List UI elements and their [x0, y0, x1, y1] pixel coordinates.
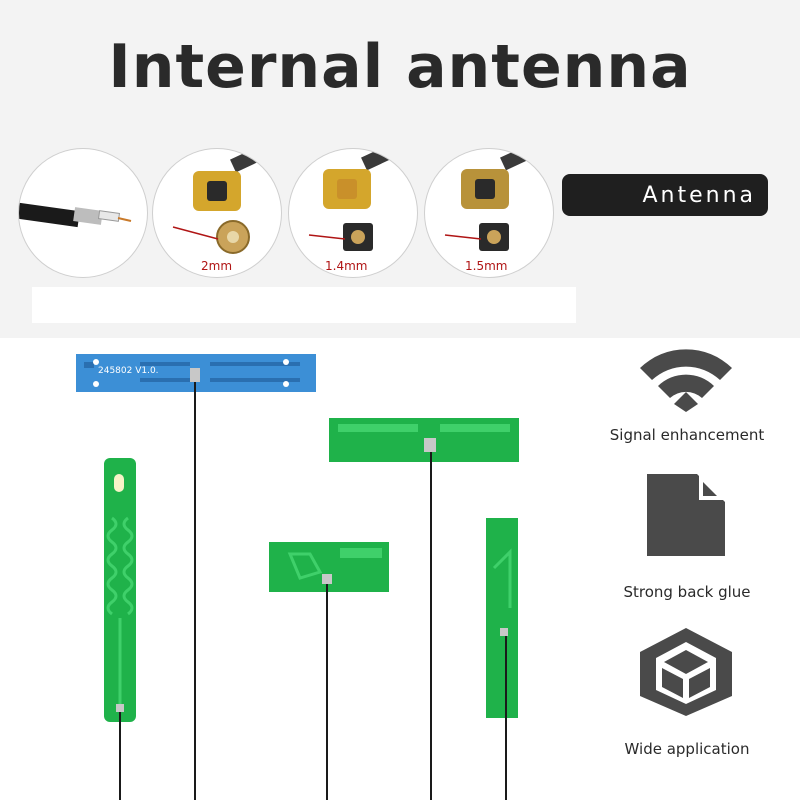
connector-size-label: 2mm	[201, 259, 233, 273]
coax-cable-circle	[18, 148, 148, 278]
connector-2mm-image	[172, 149, 281, 254]
connector-1-4mm-circle: 1.4mm	[288, 148, 418, 278]
wifi-icon	[640, 349, 732, 412]
antenna-illustrations	[76, 354, 519, 800]
cube-icon	[640, 628, 732, 716]
page-title: Internal antenna	[108, 32, 692, 102]
green-pcb-antenna-narrow	[486, 518, 518, 718]
feature-strong-back-glue: Strong back glue	[623, 583, 751, 601]
connector-1-5mm-image	[444, 149, 553, 251]
connector-2mm-circle: 2mm	[152, 148, 282, 278]
document-icon	[647, 474, 725, 556]
green-pcb-antenna-long	[104, 458, 136, 722]
antenna-badge: Antenna	[562, 174, 768, 216]
connector-size-label: 1.5mm	[465, 259, 508, 273]
blank-banner-strip	[32, 287, 576, 323]
coax-cable-image	[19, 201, 132, 228]
connector-size-label: 1.4mm	[325, 259, 368, 273]
feature-signal-enhancement: Signal enhancement	[609, 426, 765, 444]
blue-pcb-label: 245802 V1.0.	[98, 366, 159, 376]
feature-wide-application: Wide application	[624, 740, 750, 758]
connector-1-5mm-circle: 1.5mm	[424, 148, 554, 278]
connector-1-4mm-image	[308, 149, 417, 251]
